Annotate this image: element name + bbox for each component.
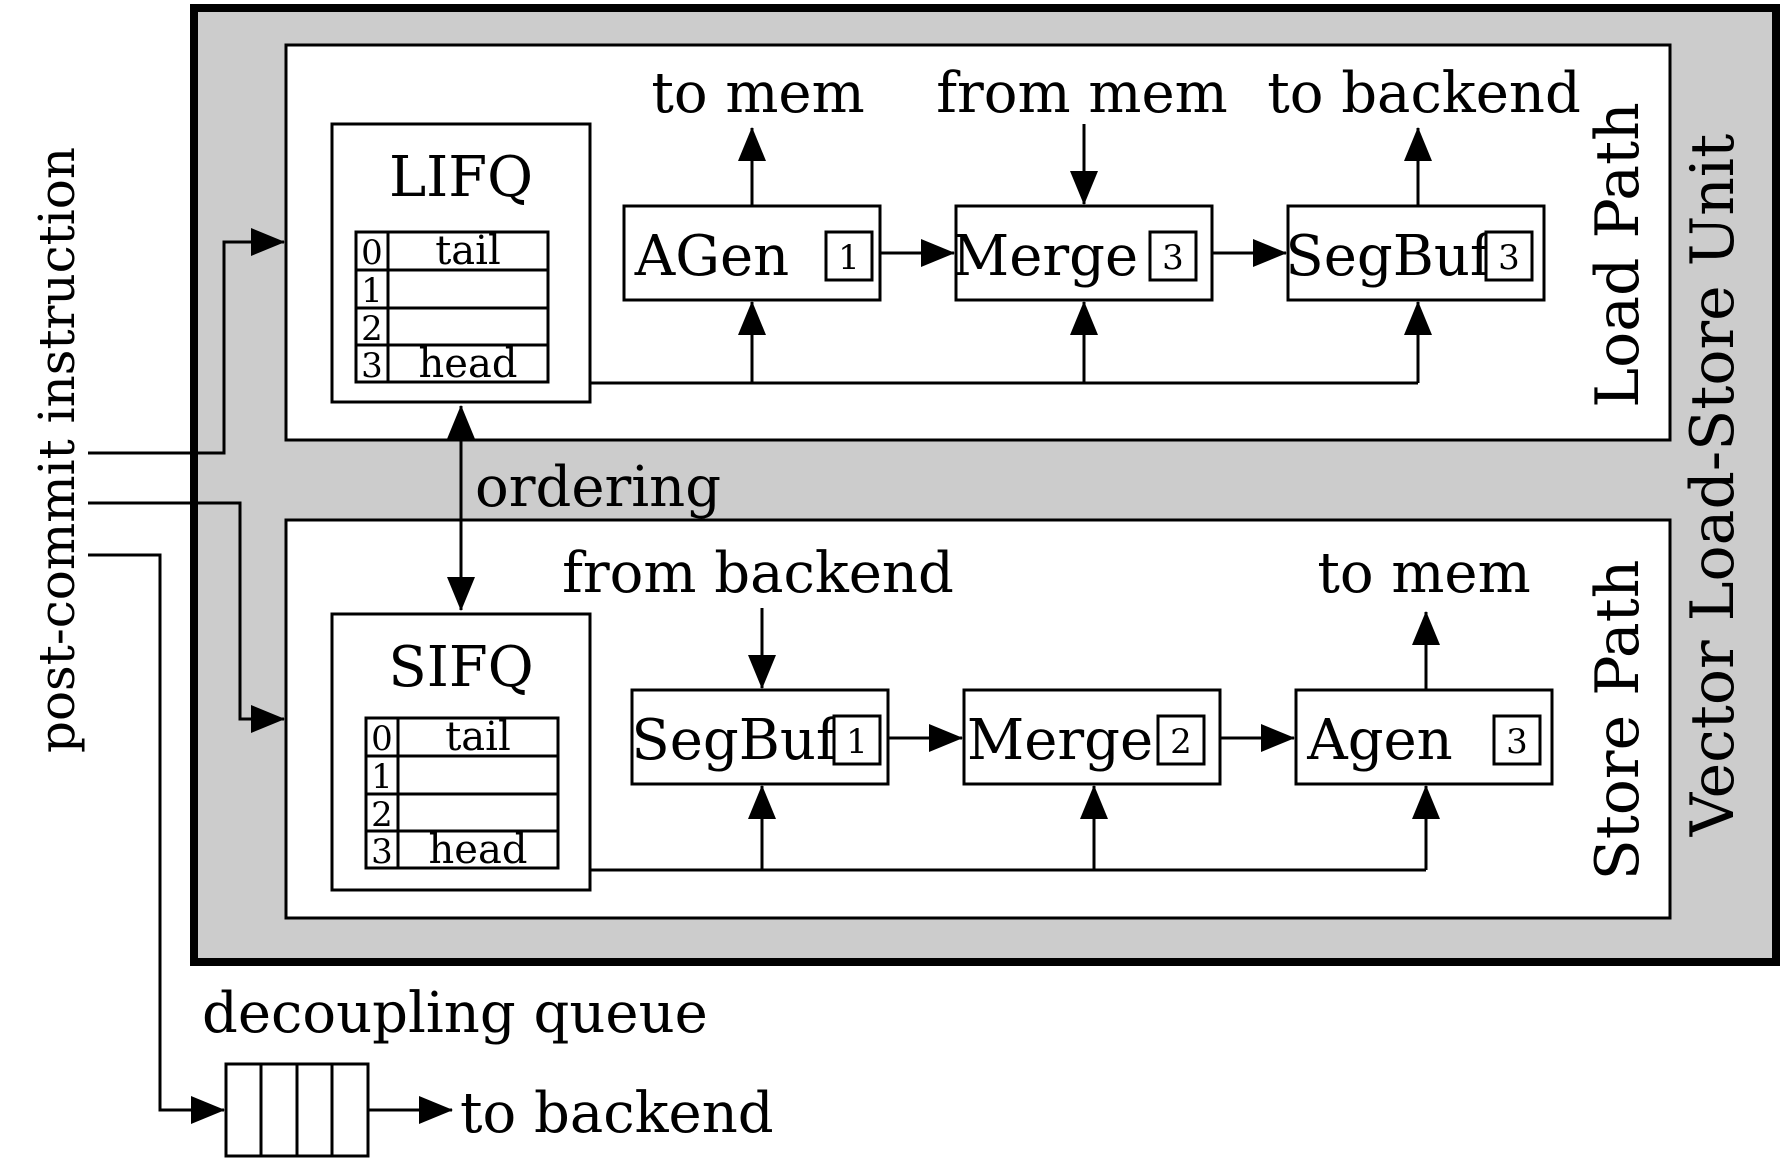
store-from-backend-label: from backend [562, 541, 954, 606]
sifq-row-index: 2 [371, 795, 393, 835]
decoupling-input-wire [88, 553, 225, 1124]
store-merge-stage: Merge 2 [962, 688, 1222, 786]
lifq-queue: LIFQ 0 1 2 3 tail head [330, 122, 592, 404]
load-to-mem-label: to mem [651, 61, 864, 126]
store-segbuf-stage: SegBuf 1 [630, 688, 890, 786]
decoupling-to-backend-label: to backend [460, 1081, 774, 1146]
store-merge-label: Merge [967, 708, 1153, 773]
store-input-wire [88, 501, 285, 733]
load-path-title: Load Path [1583, 102, 1653, 407]
store-agen-badge: 3 [1506, 722, 1528, 762]
load-segbuf-stage: SegBuf 3 [1285, 204, 1546, 302]
store-agen-label: Agen [1306, 708, 1453, 773]
unit-title: Vector Load-Store Unit [1678, 134, 1748, 837]
load-merge-badge: 3 [1162, 238, 1184, 278]
load-to-backend-label: to backend [1267, 61, 1581, 126]
store-segbuf-label: SegBuf [631, 708, 841, 773]
store-path-title: Store Path [1583, 560, 1653, 881]
lifq-row-index: 0 [361, 233, 383, 273]
load-agen-stage: AGen 1 [622, 204, 882, 302]
lifq-row-index: 3 [361, 346, 383, 386]
lifq-title: LIFQ [389, 145, 533, 210]
load-input-wire [88, 228, 285, 455]
load-merge-label: Merge [952, 224, 1138, 289]
lifq-head-label: head [419, 341, 518, 387]
sifq-head-label: head [429, 827, 528, 873]
sifq-row-index: 1 [371, 757, 393, 797]
sifq-tail-label: tail [445, 714, 511, 760]
ordering-label: ordering [475, 455, 721, 520]
lifq-row-index: 1 [361, 271, 383, 311]
load-segbuf-label: SegBuf [1285, 224, 1495, 289]
load-agen-badge: 1 [838, 238, 860, 278]
store-segbuf-badge: 1 [846, 722, 868, 762]
sifq-row-index: 3 [371, 832, 393, 872]
load-merge-stage: Merge 3 [952, 204, 1214, 302]
load-segbuf-badge: 3 [1498, 238, 1520, 278]
sifq-row-index: 0 [371, 719, 393, 759]
lifq-tail-label: tail [435, 228, 501, 274]
sifq-title: SIFQ [388, 635, 533, 700]
store-to-mem-label: to mem [1317, 541, 1530, 606]
post-commit-instruction-label: post-commit instruction [28, 147, 86, 753]
decoupling-queue-label: decoupling queue [202, 981, 708, 1046]
lifq-row-index: 2 [361, 309, 383, 349]
store-merge-badge: 2 [1170, 722, 1192, 762]
sifq-queue: SIFQ 0 1 2 3 tail head [330, 612, 592, 892]
load-agen-label: AGen [634, 224, 789, 289]
store-agen-stage: Agen 3 [1294, 688, 1554, 786]
load-from-mem-label: from mem [936, 61, 1227, 126]
decoupling-queue [224, 1062, 370, 1158]
